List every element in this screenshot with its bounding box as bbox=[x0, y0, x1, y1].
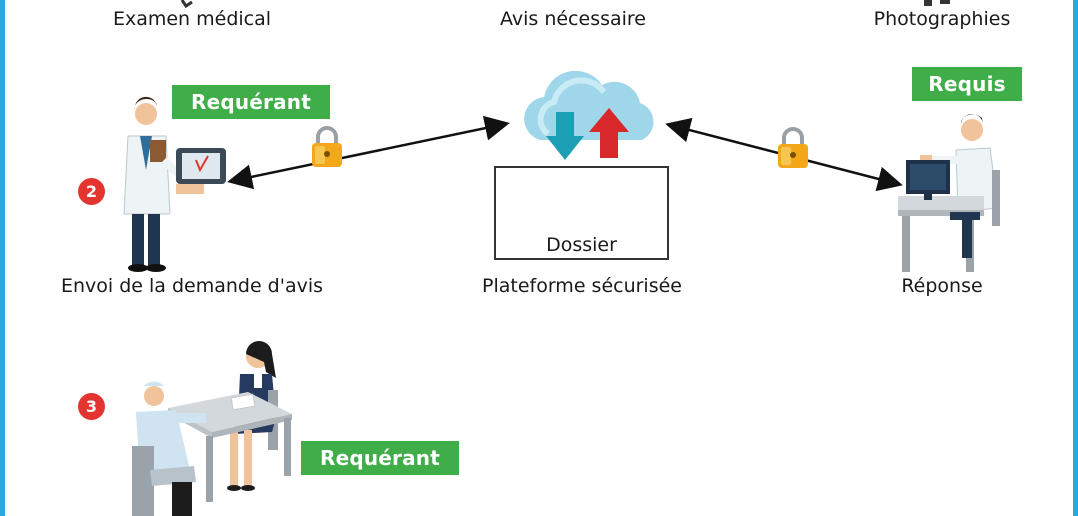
lock-icon bbox=[778, 127, 808, 168]
requester-tag-step2: Requérant bbox=[172, 85, 330, 119]
caption-secure-platform: Plateforme sécurisée bbox=[482, 275, 682, 297]
dossier-label: Dossier bbox=[546, 234, 617, 256]
step-number-2: 2 bbox=[78, 178, 105, 205]
top-right-icon-fragment bbox=[924, 0, 950, 6]
top-label-opinion: Avis nécessaire bbox=[499, 8, 647, 30]
cloud-upload-download-icon bbox=[524, 70, 654, 160]
caption-response: Réponse bbox=[901, 275, 983, 297]
doctor-desk-icon bbox=[898, 113, 1000, 272]
step-number-3: 3 bbox=[78, 393, 105, 420]
lock-icon bbox=[312, 126, 342, 167]
doctor-tablet-icon bbox=[123, 96, 226, 272]
top-left-icon-fragment bbox=[180, 0, 193, 9]
consultation-icon bbox=[132, 341, 292, 516]
requester-tag-step3: Requérant bbox=[301, 441, 459, 475]
top-label-photos: Photographies bbox=[873, 8, 1011, 30]
connector-left-arrow bbox=[227, 115, 510, 190]
caption-send-request: Envoi de la demande d'avis bbox=[60, 275, 324, 297]
top-label-exam: Examen médical bbox=[112, 8, 272, 30]
expert-tag: Requis bbox=[912, 67, 1022, 101]
dossier-box: Dossier bbox=[494, 166, 669, 260]
